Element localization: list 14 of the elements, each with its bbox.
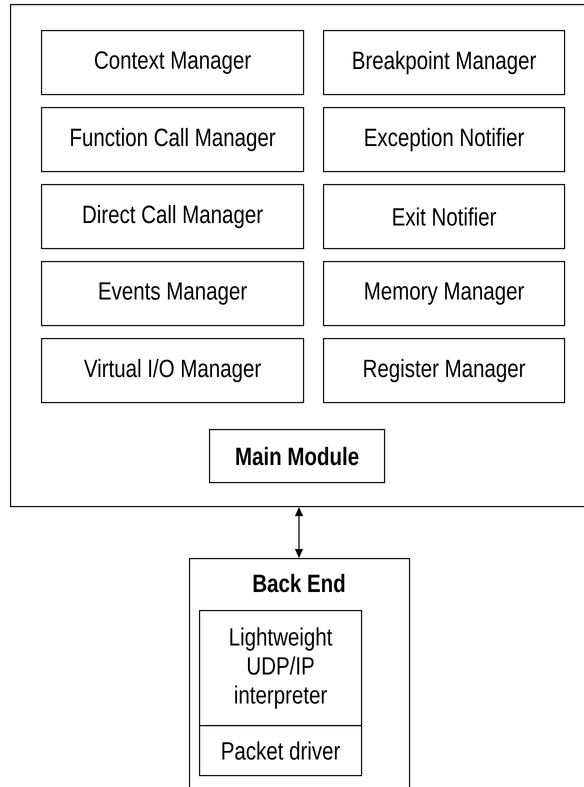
module-box: Events Manager (41, 261, 304, 326)
container-box (10, 4, 584, 508)
module-box: Register Manager (323, 338, 566, 404)
module-box: Main Module (209, 429, 386, 484)
module-box: Exit Notifier (323, 184, 566, 250)
module-box: Direct Call Manager (41, 184, 304, 250)
module-box: Virtual I/O Manager (41, 338, 304, 404)
module-box: Breakpoint Manager (323, 30, 566, 96)
module-box: Lightweight UDP/IP interpreter (199, 610, 362, 726)
module-box: Exception Notifier (323, 107, 566, 172)
module-box: Context Manager (41, 30, 304, 96)
module-box: Memory Manager (323, 261, 566, 326)
module-box: Packet driver (199, 725, 362, 776)
module-box: Function Call Manager (41, 107, 304, 172)
